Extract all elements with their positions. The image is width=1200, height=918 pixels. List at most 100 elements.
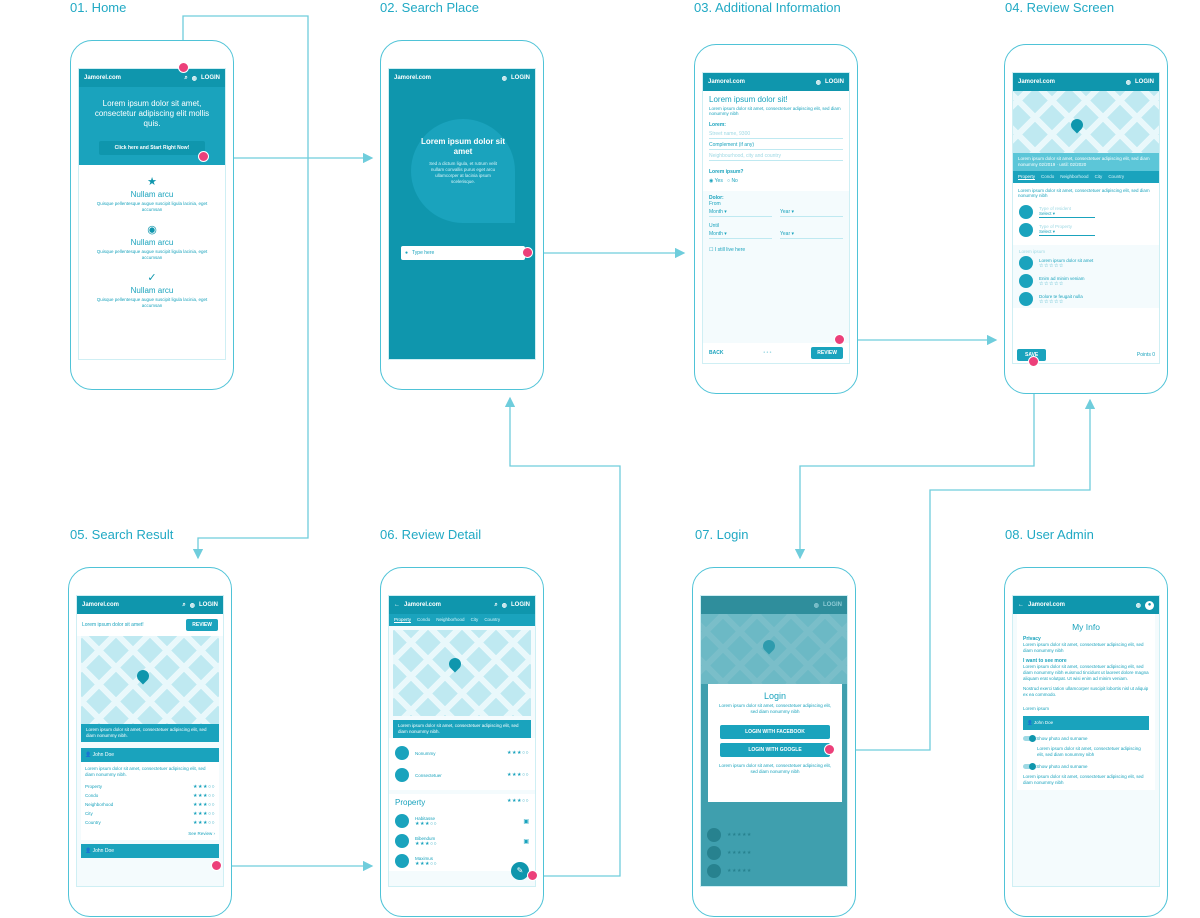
review-item[interactable]: Enim ad minim veniam☆☆☆☆☆ [1013,272,1159,290]
search-icon[interactable]: ⌕ [494,601,498,608]
property-select[interactable]: Select ▾ [1039,229,1095,236]
search-icon[interactable]: ⌕ [184,74,188,81]
rating-stars[interactable]: ☆☆☆☆☆ [1039,298,1064,305]
avatar-icon[interactable]: ● [1145,600,1154,610]
brand: Jamorel.com [82,602,120,608]
hotspot-review[interactable] [834,334,845,345]
item-icon [1019,292,1033,306]
google-login-button[interactable]: LOGIN WITH GOOGLE [720,743,830,757]
from-month-select[interactable]: Month ▾ [709,209,772,217]
brand: Jamorel.com [1028,602,1066,608]
tab-property[interactable]: Property [1018,174,1036,180]
map[interactable] [393,630,531,716]
toggle-icon [1023,735,1036,743]
bg-item-stars: ★★★★★ [727,868,752,874]
tab-country[interactable]: Country [484,617,501,622]
see-review-link[interactable]: See Review › [188,831,215,836]
hotspot-edit-fab[interactable] [527,870,538,881]
toggle-photo-1[interactable]: Show photo and surname [1023,735,1149,743]
until-year-select[interactable]: Year ▾ [780,231,843,239]
brand: Jamorel.com [84,75,122,81]
speech-bubble: Lorem ipsum dolor sit amet Sed a dictum … [411,119,515,223]
save-button[interactable]: SAVE [1017,349,1047,361]
property-item[interactable]: Maximus★★★○○ [389,851,535,871]
still-live-checkbox[interactable]: ☐ I still live here [709,247,746,253]
login-link[interactable]: LOGIN [511,75,530,81]
hotspot-facebook-login[interactable] [824,744,835,755]
review-button[interactable]: REVIEW [811,347,843,359]
cta-button[interactable]: Click here and Start Right Now! [99,141,205,155]
toggle-photo-2[interactable]: Show photo and surname [1023,763,1149,771]
until-month-select[interactable]: Month ▾ [709,231,772,239]
globe-icon[interactable]: ◍ [191,75,197,82]
hotspot-search-input[interactable] [522,247,533,258]
map[interactable] [1013,91,1159,153]
reviewer-row[interactable]: Consectetuer★★★○○ [389,764,535,786]
tab-neighborhood[interactable]: Neighborhood [436,617,465,622]
hotspot-cta[interactable] [198,151,209,162]
tab-city[interactable]: City [1094,174,1103,179]
back-arrow-icon[interactable]: ← [1018,602,1024,608]
facebook-login-button[interactable]: LOGIN WITH FACEBOOK [720,725,830,739]
search-icon[interactable]: ⌕ [182,601,186,608]
login-link[interactable]: LOGIN [201,75,220,81]
from-year-select[interactable]: Year ▾ [780,209,843,217]
globe-icon[interactable]: ◍ [1125,79,1131,86]
review-item[interactable]: Lorem ipsum dolor sit amet☆☆☆☆☆ [1013,254,1159,272]
globe-icon[interactable]: ◍ [501,602,507,609]
item-icon [395,814,409,828]
globe-icon[interactable]: ◍ [815,79,821,86]
screen-title-login: 07. Login [695,527,749,542]
login-link[interactable]: LOGIN [1135,79,1154,85]
hotspot-save[interactable] [1028,356,1039,367]
street-field[interactable]: Street name, 9300 [709,131,843,139]
login-link[interactable]: LOGIN [511,602,530,608]
comment-icon[interactable]: ▣ [523,838,529,845]
rating-stars[interactable]: ☆☆☆☆☆ [1039,262,1064,269]
phone-login: ◍LOGIN Login Lorem ipsum dolor sit amet,… [692,567,856,917]
complement-field[interactable]: Complement (if any) [709,142,843,150]
back-arrow-icon[interactable]: ← [394,602,400,608]
property-item[interactable]: Habitasse★★★○○▣ [389,811,535,831]
screen-home: Jamorel.com ⌕ ◍ LOGIN Lorem ipsum dolor … [78,68,226,360]
comment-icon[interactable]: ▣ [523,818,529,825]
phone-result: Jamorel.com ⌕ ◍ LOGIN Lorem ipsum dolor … [68,567,232,917]
category-row: Neighborhood★★★○○ [81,800,219,809]
review-item[interactable]: Dolore te feugait nulla☆☆☆☆☆ [1013,290,1159,308]
tab-neighborhood[interactable]: Neighborhood [1060,174,1089,179]
hotspot-search[interactable] [178,62,189,73]
brand: Jamorel.com [708,79,746,85]
item-label: Enim ad minim veniam [1039,275,1085,281]
hotspot-see-review[interactable] [211,860,222,871]
phone-admin: ← Jamorel.com ◍ ● My Info Privacy Lorem … [1004,567,1168,917]
tab-condo[interactable]: Condo [417,617,431,622]
property-item[interactable]: Bibendum★★★○○▣ [389,831,535,851]
item-icon [1019,256,1033,270]
privacy-text: Lorem ipsum dolor sit amet, consectetuer… [1023,642,1144,653]
screen-title-admin: 08. User Admin [1005,527,1094,542]
item-label: Bibendum [415,835,436,841]
tab-city[interactable]: City [470,617,479,622]
tab-property[interactable]: Property [394,617,412,623]
resident-select[interactable]: Select ▾ [1039,211,1095,218]
radio-no[interactable]: ○ No [727,178,738,184]
globe-icon[interactable]: ◍ [189,602,195,609]
neighbourhood-field[interactable]: Neighbourhood, city and country [709,153,843,161]
login-link[interactable]: LOGIN [199,602,218,608]
feature-text: Quisque pellentesque augue suscipit ligu… [96,297,208,308]
globe-icon[interactable]: ◍ [501,75,507,82]
reviewer-row[interactable]: Nonummy★★★○○ [389,742,535,764]
search-input[interactable]: ●Type here [401,246,525,260]
login-link: LOGIN [823,602,842,608]
radio-yes[interactable]: ◉ Yes [709,178,723,184]
edit-fab[interactable]: ✎ [511,862,529,880]
globe-icon[interactable]: ◍ [1135,602,1141,609]
login-link[interactable]: LOGIN [825,79,844,85]
item-icon [1019,274,1033,288]
back-button[interactable]: BACK [709,350,724,356]
map[interactable] [81,636,219,724]
tab-country[interactable]: Country [1108,174,1125,179]
rating-stars[interactable]: ☆☆☆☆☆ [1039,280,1064,287]
tab-condo[interactable]: Condo [1041,174,1055,179]
review-button[interactable]: REVIEW [186,619,218,631]
